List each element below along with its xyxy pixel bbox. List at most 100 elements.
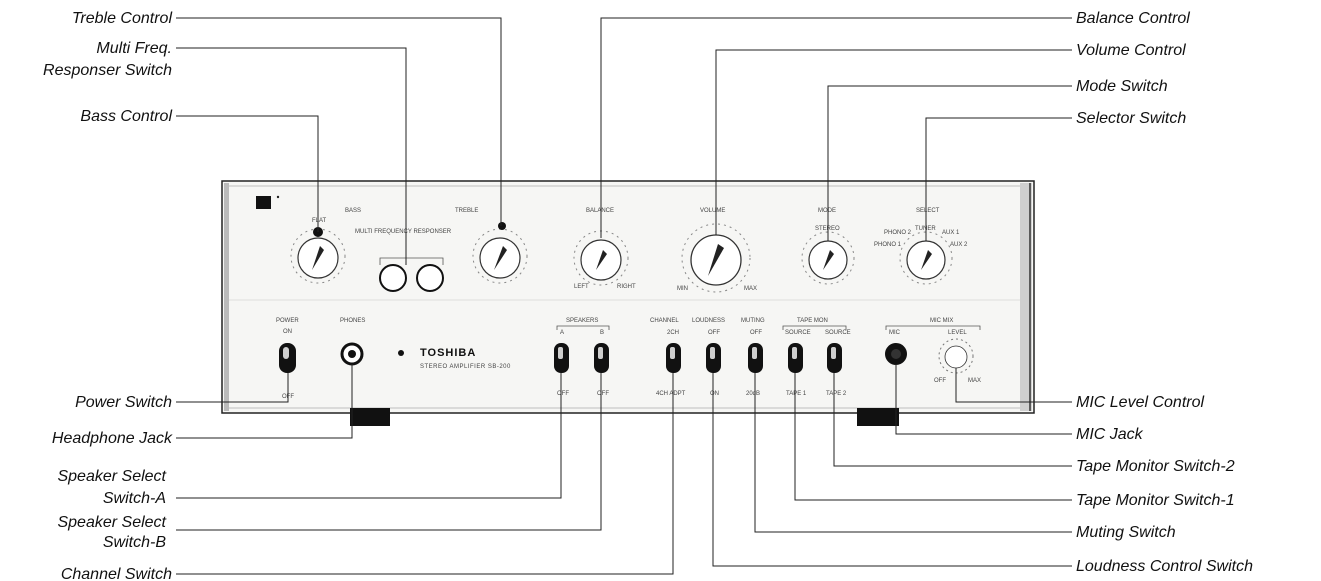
tape-monitor-switch-1[interactable] bbox=[788, 343, 803, 373]
callouts-right: Balance Control Volume Control Mode Swit… bbox=[1076, 10, 1253, 575]
label-phono1: PHONO 1 bbox=[874, 242, 902, 248]
power-indicator-light bbox=[256, 196, 271, 209]
label-power-on: ON bbox=[283, 329, 292, 335]
mic-jack[interactable] bbox=[885, 343, 907, 365]
leader-spk-a bbox=[176, 373, 562, 499]
volume-knob[interactable] bbox=[681, 223, 751, 293]
tape-monitor-switch-2[interactable] bbox=[827, 343, 842, 373]
leader-lines-right bbox=[600, 17, 1072, 567]
label-mode: MODE bbox=[818, 208, 836, 214]
leader-treble bbox=[176, 17, 502, 226]
balance-knob[interactable] bbox=[573, 230, 629, 286]
muting-switch[interactable] bbox=[748, 343, 763, 373]
callouts-left: Treble Control Multi Freq. Responser Swi… bbox=[43, 10, 173, 581]
label-right: RIGHT bbox=[617, 284, 636, 290]
leader-power bbox=[176, 373, 289, 403]
label-spk-b-off: OFF bbox=[597, 391, 609, 397]
speaker-switch-a[interactable] bbox=[554, 343, 569, 373]
label-loudness-on: ON bbox=[710, 391, 719, 397]
callout-speaker-b-line2: Switch-B bbox=[103, 534, 166, 551]
label-20db: 20dB bbox=[746, 391, 760, 397]
callout-mic-level-control: MIC Level Control bbox=[1076, 394, 1204, 411]
callout-multi-freq-line1: Multi Freq. bbox=[96, 40, 172, 57]
tape-mon-bracket bbox=[782, 325, 847, 330]
callout-mode-switch: Mode Switch bbox=[1076, 78, 1168, 95]
label-multi-freq: MULTI FREQUENCY RESPONSER bbox=[355, 229, 452, 235]
label-power: POWER bbox=[276, 318, 299, 324]
callout-speaker-a-line2: Switch-A bbox=[103, 490, 166, 507]
headphone-jack[interactable] bbox=[340, 342, 364, 366]
label-tape2: TAPE 2 bbox=[826, 391, 847, 397]
callout-speaker-b-line1: Speaker Select bbox=[57, 514, 166, 531]
label-phones: PHONES bbox=[340, 318, 365, 324]
amplifier-body bbox=[221, 180, 1035, 426]
channel-switch[interactable] bbox=[666, 343, 681, 373]
label-speakers: SPEAKERS bbox=[566, 318, 598, 324]
label-spk-b: B bbox=[600, 330, 604, 336]
leader-tape1 bbox=[794, 373, 1072, 501]
label-flat: FLAT bbox=[312, 218, 327, 224]
label-aux1: AUX 1 bbox=[942, 230, 960, 236]
leader-headphone bbox=[176, 364, 353, 439]
leader-mode bbox=[827, 85, 1072, 241]
label-mic: MIC bbox=[889, 330, 901, 336]
callout-muting-switch: Muting Switch bbox=[1076, 524, 1176, 541]
label-spk-a-off: OFF bbox=[557, 391, 569, 397]
label-tape-mon: TAPE MON bbox=[797, 318, 828, 324]
label-2ch: 2CH bbox=[667, 330, 679, 336]
leader-selector bbox=[925, 117, 1072, 241]
callout-power-switch: Power Switch bbox=[75, 394, 172, 411]
leader-channel bbox=[176, 373, 674, 575]
callout-volume-control: Volume Control bbox=[1076, 42, 1186, 59]
callout-channel-switch: Channel Switch bbox=[61, 566, 172, 581]
label-max: MAX bbox=[744, 286, 757, 292]
label-channel: CHANNEL bbox=[650, 318, 679, 324]
label-source-1: SOURCE bbox=[785, 330, 811, 336]
power-switch[interactable] bbox=[279, 343, 296, 373]
label-balance: BALANCE bbox=[586, 208, 614, 214]
label-loudness: LOUDNESS bbox=[692, 318, 725, 324]
label-treble: TREBLE bbox=[455, 208, 478, 214]
treble-knob[interactable] bbox=[472, 222, 528, 284]
label-phono2: PHONO 2 bbox=[884, 230, 912, 236]
leader-spk-b bbox=[176, 373, 602, 531]
callout-headphone-jack: Headphone Jack bbox=[52, 430, 173, 447]
loudness-switch[interactable] bbox=[706, 343, 721, 373]
brand-logo: TOSHIBA bbox=[420, 347, 476, 359]
panel-screw bbox=[398, 350, 404, 356]
callout-selector-switch: Selector Switch bbox=[1076, 110, 1186, 127]
leader-lines-left bbox=[176, 17, 674, 575]
leader-mic-level bbox=[955, 368, 1072, 403]
label-source-2: SOURCE bbox=[825, 330, 851, 336]
callout-mic-jack: MIC Jack bbox=[1076, 426, 1144, 443]
label-spk-a: A bbox=[560, 330, 564, 336]
label-volume: VOLUME bbox=[700, 208, 725, 214]
leader-loudness bbox=[712, 373, 1072, 567]
callout-treble-control: Treble Control bbox=[72, 10, 173, 27]
speaker-switch-b[interactable] bbox=[594, 343, 609, 373]
callout-loudness-control-switch: Loudness Control Switch bbox=[1076, 558, 1253, 575]
label-aux2: AUX 2 bbox=[950, 242, 968, 248]
label-level: LEVEL bbox=[948, 330, 967, 336]
label-tape1: TAPE 1 bbox=[786, 391, 807, 397]
mfr-switch-left[interactable] bbox=[379, 264, 407, 292]
callout-multi-freq-line2: Responser Switch bbox=[43, 62, 172, 79]
mfr-bracket bbox=[379, 257, 444, 265]
mic-mix-bracket bbox=[885, 325, 981, 330]
mfr-switch-right[interactable] bbox=[416, 264, 444, 292]
label-4ch: 4CH ADPT bbox=[656, 391, 686, 397]
label-bass: BASS bbox=[345, 208, 361, 214]
label-select: SELECT bbox=[916, 208, 940, 214]
label-muting: MUTING bbox=[741, 318, 765, 324]
leader-mic-jack bbox=[895, 364, 1072, 435]
label-min: MIN bbox=[677, 286, 688, 292]
callout-tape-monitor-2: Tape Monitor Switch-2 bbox=[1076, 458, 1235, 475]
left-foot bbox=[350, 408, 390, 426]
label-mic-mix: MIC MIX bbox=[930, 318, 953, 324]
model-name: STEREO AMPLIFIER SB-200 bbox=[420, 364, 511, 370]
label-level-off: OFF bbox=[934, 378, 946, 384]
label-loudness-off: OFF bbox=[708, 330, 720, 336]
label-left: LEFT bbox=[574, 284, 589, 290]
leader-volume bbox=[715, 49, 1072, 235]
